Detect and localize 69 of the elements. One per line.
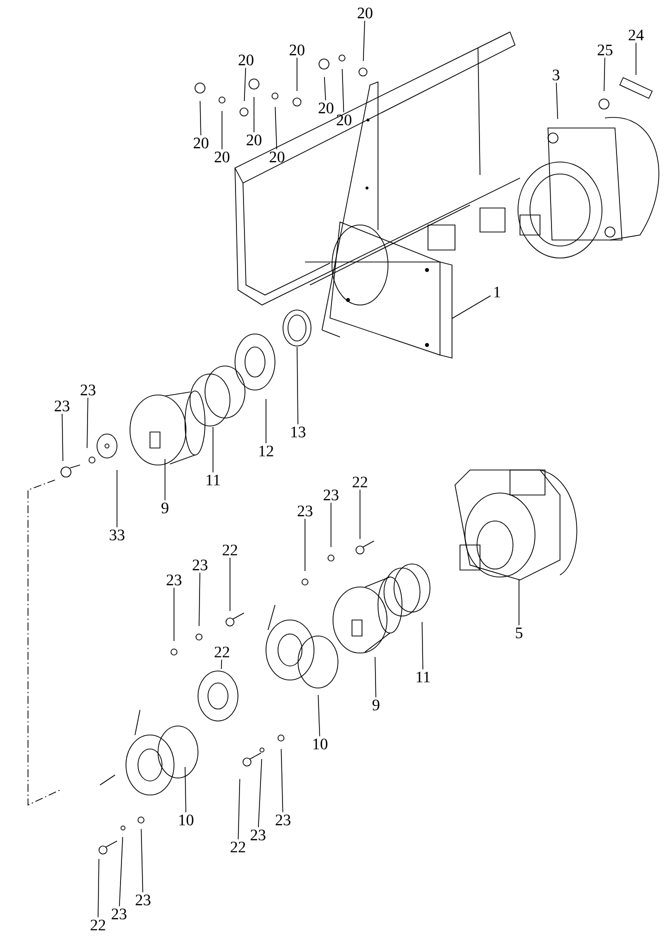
- leader-line: [452, 295, 491, 319]
- callout-number: 11: [416, 672, 430, 682]
- leader-line: [324, 76, 326, 101]
- callout-number: 10: [313, 738, 328, 750]
- callout-number: 9: [372, 700, 380, 710]
- leader-line: [116, 470, 118, 528]
- callout-number: 9: [162, 502, 168, 514]
- leader-line: [86, 397, 88, 448]
- leader-line: [604, 57, 606, 92]
- callout-number: 20: [358, 8, 372, 18]
- leader-line: [258, 758, 262, 828]
- leader-line: [198, 572, 200, 626]
- leader-line: [280, 748, 284, 813]
- callout-number: 23: [250, 830, 266, 840]
- leader-line: [238, 778, 240, 840]
- leader-line: [244, 67, 246, 102]
- leader-line: [98, 858, 100, 918]
- callout-number: 23: [166, 574, 182, 586]
- leader-line: [556, 82, 558, 120]
- callout-number: 13: [291, 426, 306, 438]
- leader-line: [220, 659, 222, 670]
- leader-line: [62, 413, 64, 462]
- callout-number: 20: [238, 54, 254, 66]
- callout-number: 1: [494, 286, 500, 298]
- leader-line: [118, 836, 124, 907]
- callout-number: 23: [54, 400, 70, 412]
- leader-line: [330, 502, 332, 548]
- callout-number: 5: [516, 628, 522, 638]
- callout-number: 20: [246, 134, 262, 146]
- callout-number: 20: [318, 102, 334, 114]
- callout-number: 23: [276, 814, 290, 826]
- callout-number: 24: [628, 30, 644, 40]
- leader-line: [304, 518, 306, 572]
- callout-number: 10: [179, 814, 194, 826]
- callout-number: 25: [598, 44, 612, 56]
- callout-number: 22: [222, 544, 238, 556]
- callout-number: 22: [230, 842, 246, 852]
- leader-line: [296, 346, 298, 425]
- callout-number: 23: [324, 490, 338, 500]
- callout-number: 12: [259, 446, 274, 456]
- leader-line: [518, 578, 520, 626]
- leader-line: [274, 106, 278, 150]
- callout-number: 23: [298, 506, 312, 516]
- callout-number: 20: [290, 44, 304, 56]
- leader-line: [362, 20, 366, 62]
- leader-line: [212, 426, 214, 473]
- callout-number: 22: [352, 476, 368, 488]
- callout-number: 33: [110, 530, 124, 540]
- leader-line: [140, 828, 144, 893]
- callout-number: 3: [552, 70, 560, 80]
- leader-line: [422, 622, 424, 670]
- callout-number: 20: [194, 138, 208, 148]
- callout-number: 22: [90, 920, 106, 930]
- leader-line: [184, 766, 186, 813]
- callout-number: 11: [206, 474, 220, 486]
- leader-line: [164, 458, 166, 501]
- callout-number: 20: [214, 152, 230, 162]
- callout-number: 20: [336, 114, 352, 126]
- leader-line: [296, 57, 298, 92]
- leader-line: [318, 694, 320, 737]
- leader-line: [374, 656, 376, 698]
- callout-number: 23: [112, 908, 126, 920]
- callout-number: 22: [214, 646, 230, 658]
- leader-line: [342, 68, 344, 113]
- callout-number: 23: [192, 560, 208, 570]
- callout-number: 23: [136, 894, 150, 906]
- leader-line: [200, 100, 202, 136]
- callout-number: 23: [80, 384, 96, 396]
- callout-number: 20: [270, 152, 284, 162]
